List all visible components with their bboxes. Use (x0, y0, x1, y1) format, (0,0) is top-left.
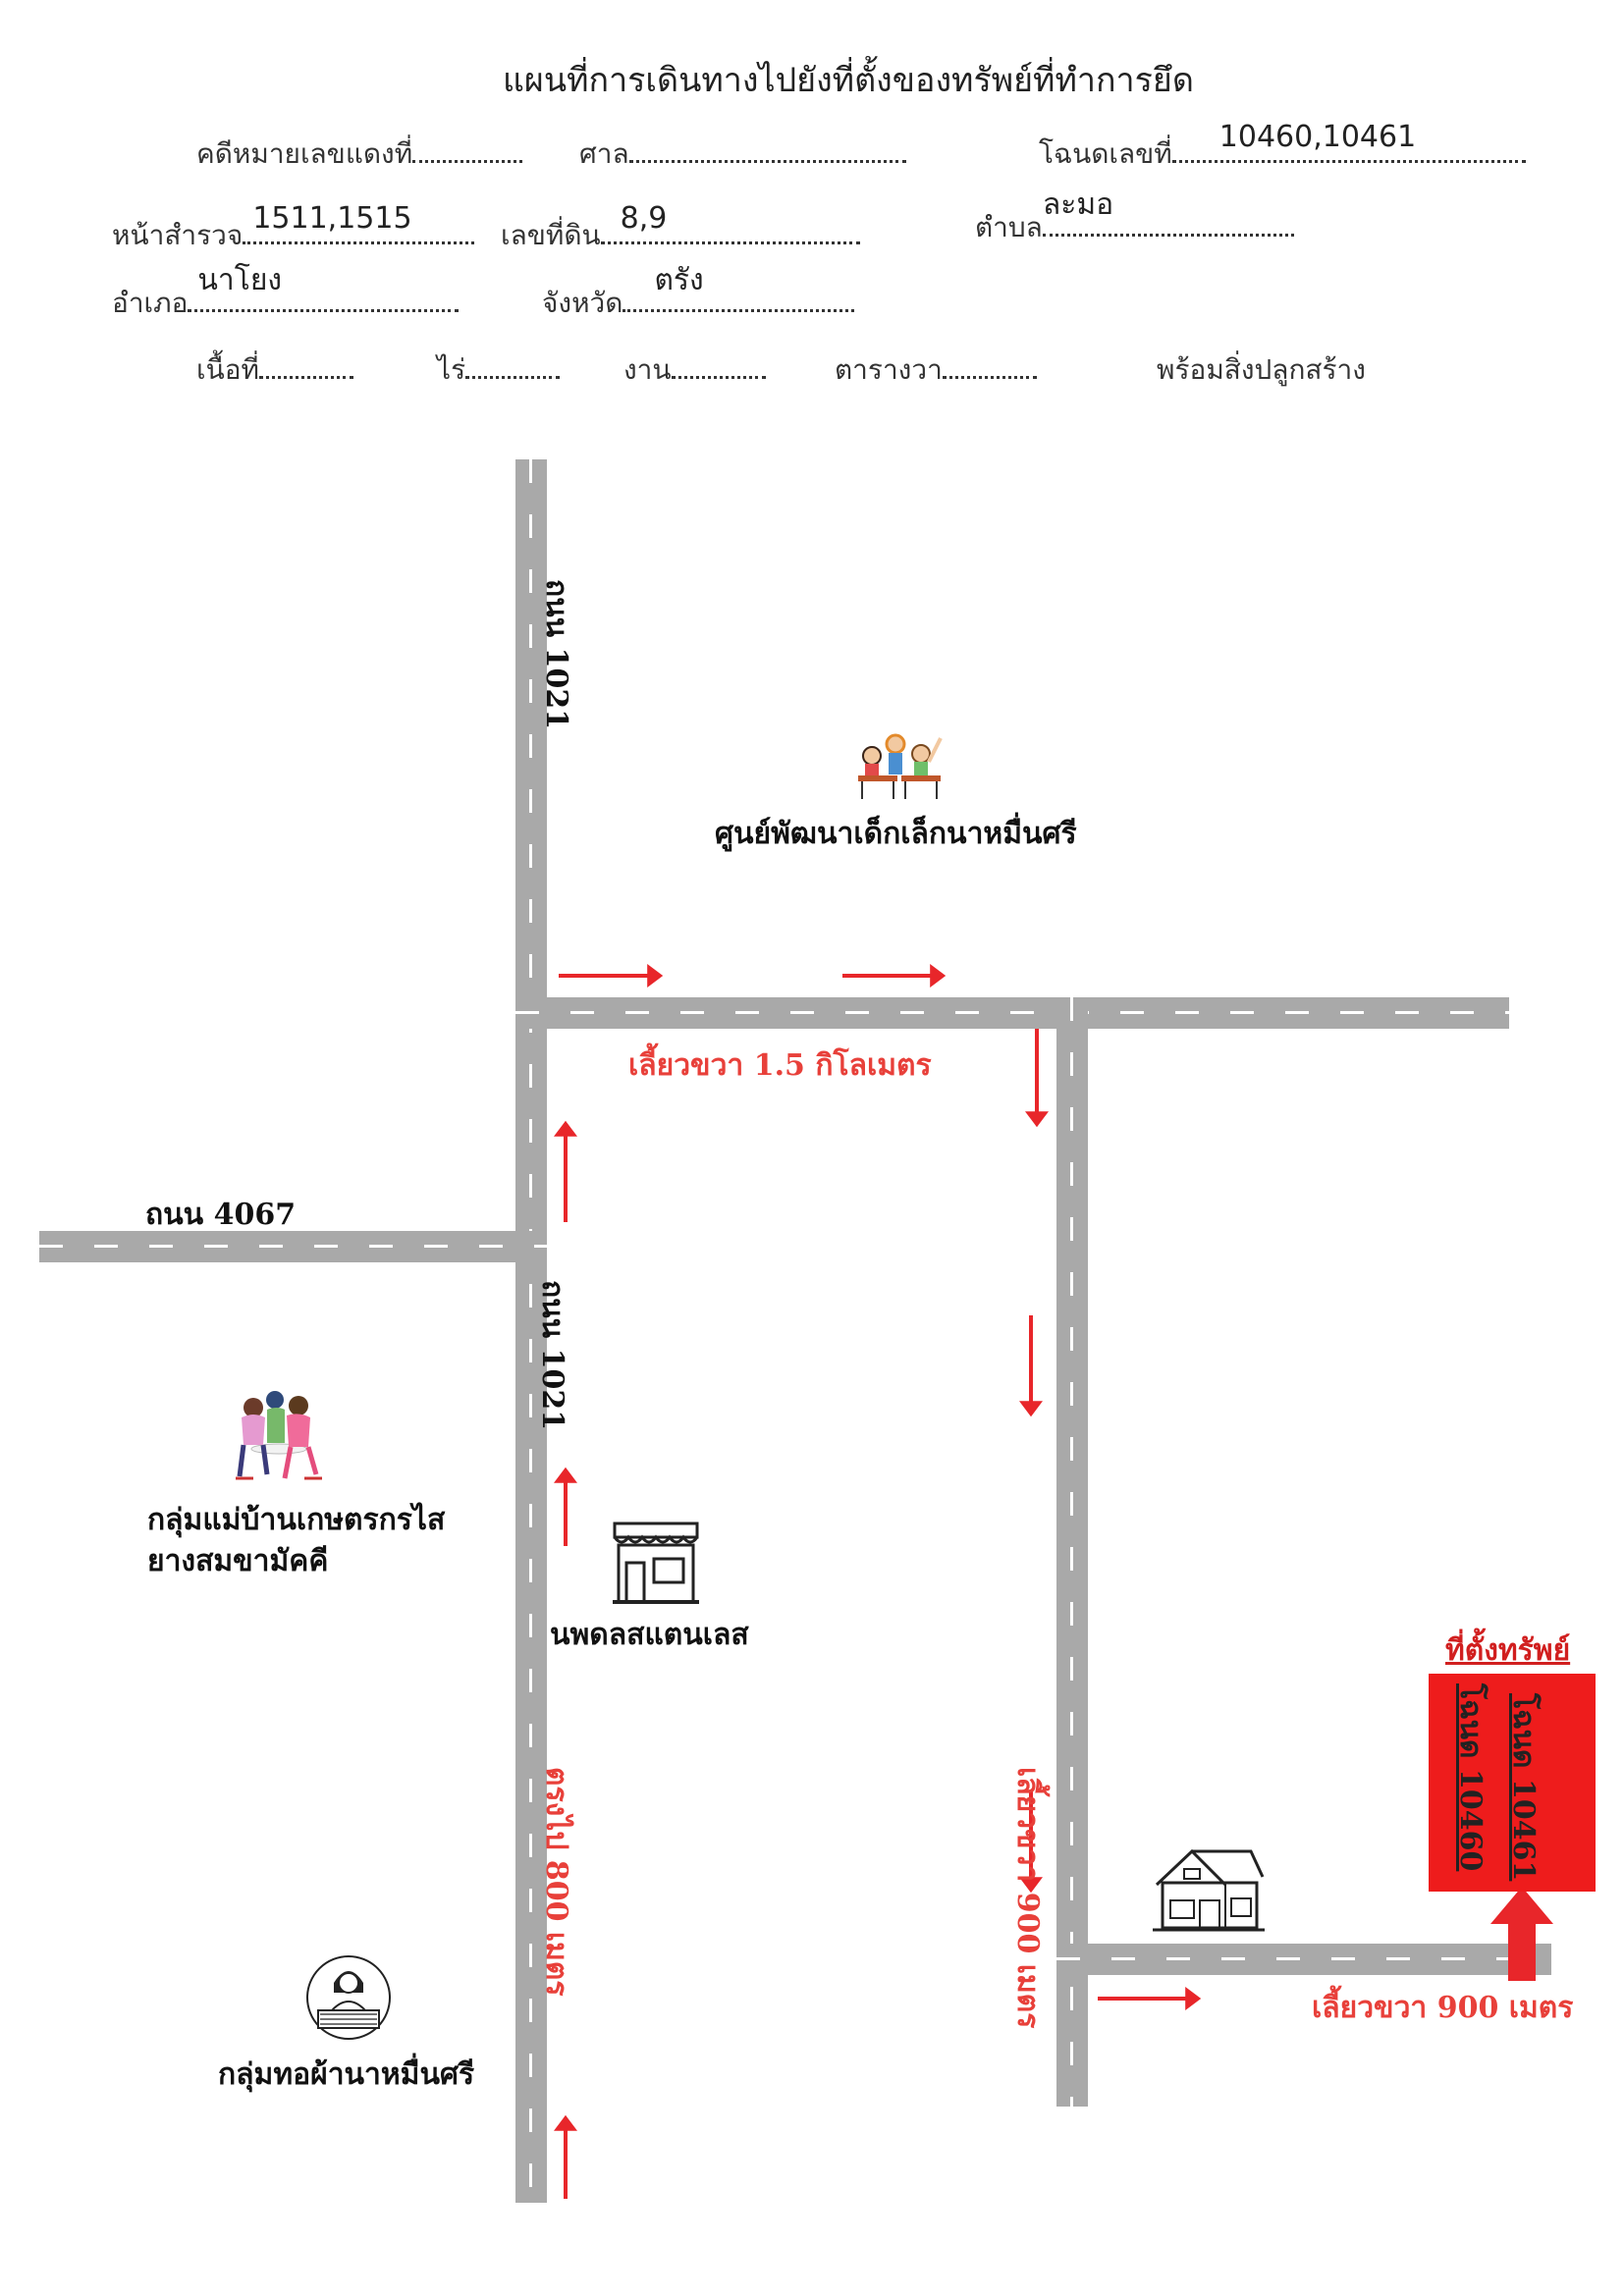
case-label: คดีหมายเลขแดงที่ (196, 137, 413, 170)
weaver-icon (306, 1955, 391, 2040)
women-group-icon (236, 1391, 322, 1480)
direction-right-900-bottom: เลี้ยวขวา 900 เมตร (1312, 1991, 1574, 2025)
area-field: เนื้อที่ (196, 348, 353, 392)
house-icon (1153, 1848, 1265, 1932)
structures-label: พร้อมสิ่งปลูกสร้าง (1157, 353, 1366, 386)
road-east-upper (515, 997, 1509, 1029)
province-value: ตรัง (654, 263, 704, 297)
road-east-lower (1056, 1944, 1551, 1975)
district-field: อำเภอนาโยง (112, 263, 460, 325)
direction-right-1-5km: เลี้ยวขวา 1.5 กิโลเมตร (628, 1048, 932, 1083)
survey-label: หน้าสำรวจ (112, 219, 244, 251)
land-no-value: 8,9 (620, 201, 668, 236)
court-field: ศาล (579, 133, 906, 176)
wa-label: ตารางวา (835, 353, 943, 386)
ngan-field: งาน (623, 348, 766, 392)
direction-right-900-vertical: เลี้ยวขวา 900 เมตร (1004, 1767, 1051, 2028)
subdistrict-field: ตำบลละมอ (975, 187, 1294, 249)
property-heading: ที่ตั้งทรัพย์ (1445, 1633, 1571, 1668)
deed-field: โฉนดเลขที่ 10460,10461 (1039, 120, 1526, 176)
arrow-up-property (1490, 1887, 1553, 1981)
ngan-label: งาน (623, 353, 672, 386)
district-value: นาโยง (197, 263, 283, 297)
subdistrict-value: ละมอ (1042, 187, 1114, 222)
deed-value: 10460,10461 (1218, 120, 1417, 154)
district-label: อำเภอ (112, 287, 189, 319)
rai-label: ไร่ (437, 353, 466, 386)
case-field: คดีหมายเลขแดงที่ (196, 133, 523, 176)
kids-desk-icon (858, 733, 943, 799)
land-no-field: เลขที่ดิน 8,9 (501, 201, 860, 257)
subdistrict-label: ตำบล (975, 211, 1043, 243)
survey-value: 1511,1515 (252, 201, 412, 236)
deed-label: โฉนดเลขที่ (1039, 137, 1172, 170)
landmark-shop: นพดลสแตนเลส (550, 1618, 749, 1652)
page-title: แผนที่การเดินทางไปยังที่ตั้งของทรัพย์ที่… (503, 61, 1194, 100)
property-plot: โฉนด 10461 โฉนด 10460 (1429, 1674, 1596, 1892)
province-label: จังหวัด (542, 287, 623, 319)
court-label: ศาล (579, 137, 629, 170)
road-south-branch (1056, 997, 1088, 2107)
landmark-weaving-group: กลุ่มทอผ้านาหมื่นศรี (218, 2057, 475, 2092)
landmark-housewives-line2: ยางสมขามัคคี (147, 1544, 329, 1578)
wa-field: ตารางวา (835, 348, 1037, 392)
area-label: เนื้อที่ (196, 353, 259, 386)
deed-10461-label: โฉนด 10461 (1506, 1693, 1541, 1882)
landmark-housewives-group: กลุ่มแม่บ้านเกษตรกรไส ยางสมขามัคคี (147, 1500, 445, 1582)
direction-straight-800: ตรงไป 800 เมตร (539, 1767, 573, 1997)
landmark-housewives-line1: กลุ่มแม่บ้านเกษตรกรไส (147, 1503, 446, 1537)
direction-right-900-vertical-text: เลี้ยวขวา 900 เมตร (1010, 1767, 1045, 2029)
land-no-label: เลขที่ดิน (501, 219, 601, 251)
shop-icon (613, 1522, 699, 1604)
province-field: จังหวัด ตรัง (542, 263, 855, 325)
road-1021 (515, 459, 547, 2203)
road-4067 (39, 1231, 547, 1262)
landmark-child-center: ศูนย์พัฒนาเด็กเล็กนาหมื่นศรี (715, 817, 1077, 851)
road-label-4067: ถนน 4067 (145, 1198, 297, 1232)
deed-10460-label: โฉนด 10460 (1453, 1683, 1488, 1872)
rai-field: ไร่ (437, 348, 561, 392)
